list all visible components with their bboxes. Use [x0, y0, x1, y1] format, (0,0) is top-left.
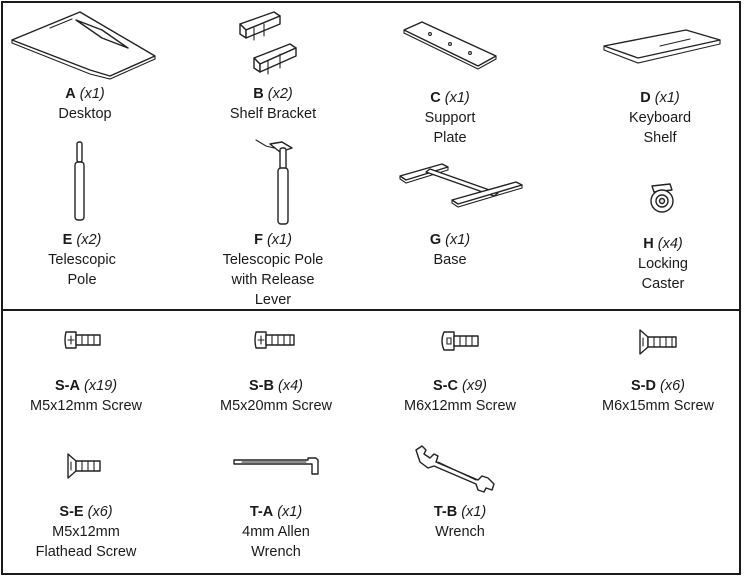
flathead-screw-icon — [64, 452, 106, 480]
part-code: A — [65, 86, 76, 102]
part-d-caption: D (x1) Keyboard Shelf — [600, 88, 720, 148]
part-name: Base — [433, 252, 467, 268]
part-name-line: Shelf — [643, 130, 677, 146]
section-divider — [1, 309, 741, 311]
part-g-caption: G (x1) Base — [390, 230, 510, 270]
part-name-line: Wrench — [251, 544, 301, 560]
release-lever-pole-icon — [252, 134, 302, 226]
part-qty: (x4) — [278, 378, 303, 394]
desktop-icon — [10, 8, 160, 80]
part-qty: (x1) — [654, 90, 680, 106]
flathead-screw-icon — [636, 328, 680, 356]
allen-wrench-icon — [232, 456, 322, 476]
part-name-line: Flathead Screw — [35, 544, 137, 560]
keyboard-shelf-icon — [600, 28, 722, 68]
hardware-sa-caption: S-A (x19) M5x12mm Screw — [6, 376, 166, 416]
part-code: S-B — [249, 378, 274, 394]
part-name-line: Telescopic — [48, 252, 116, 268]
part-name-line: Plate — [433, 130, 467, 146]
part-name-line: Caster — [641, 276, 685, 292]
telescopic-pole-icon — [70, 140, 90, 224]
part-code: S-A — [54, 378, 80, 394]
part-name: Shelf Bracket — [229, 106, 317, 122]
part-qty: (x1) — [266, 232, 292, 248]
locking-caster-icon — [644, 180, 680, 216]
button-head-screw-icon — [440, 328, 482, 354]
part-qty: (x4) — [657, 236, 683, 252]
hardware-tb-caption: T-B (x1) Wrench — [380, 502, 540, 542]
part-code: S-D — [631, 378, 656, 394]
part-name-line: Telescopic Pole — [222, 252, 324, 268]
part-qty: (x1) — [445, 232, 471, 248]
part-code: C — [430, 90, 441, 106]
part-code: B — [253, 86, 264, 102]
part-qty: (x1) — [444, 90, 470, 106]
hardware-sd-caption: S-D (x6) M6x15mm Screw — [578, 376, 738, 416]
part-name: M5x20mm Screw — [220, 398, 332, 414]
hardware-sc-caption: S-C (x9) M6x12mm Screw — [380, 376, 540, 416]
part-name: M6x15mm Screw — [602, 398, 714, 414]
part-name: M5x12mm Screw — [30, 398, 142, 414]
part-qty: (x1) — [79, 86, 105, 102]
part-code: E — [62, 232, 73, 248]
part-qty: (x2) — [76, 232, 102, 248]
part-code: H — [643, 236, 654, 252]
shelf-bracket-icon — [234, 8, 304, 80]
hardware-ta-caption: T-A (x1) 4mm Allen Wrench — [196, 502, 356, 562]
part-c-caption: C (x1) Support Plate — [390, 88, 510, 148]
part-name-line: Keyboard — [628, 110, 692, 126]
part-b-caption: B (x2) Shelf Bracket — [200, 84, 346, 124]
part-code: F — [254, 232, 263, 248]
part-e-caption: E (x2) Telescopic Pole — [22, 230, 142, 290]
part-code: S-C — [433, 378, 458, 394]
wrench-icon — [414, 444, 498, 494]
hardware-se-caption: S-E (x6) M5x12mm Flathead Screw — [6, 502, 166, 562]
part-name-line: Support — [424, 110, 476, 126]
part-f-caption: F (x1) Telescopic Pole with Release Leve… — [200, 230, 346, 310]
part-name: Desktop — [58, 106, 112, 122]
part-code: G — [429, 232, 442, 248]
part-a-caption: A (x1) Desktop — [10, 84, 160, 124]
part-qty: (x9) — [462, 378, 487, 394]
part-code: T-A — [249, 504, 274, 520]
part-name-line: 4mm Allen — [242, 524, 310, 540]
pan-head-screw-icon — [62, 326, 104, 354]
part-name: M6x12mm Screw — [404, 398, 516, 414]
part-h-caption: H (x4) Locking Caster — [603, 234, 723, 294]
part-code: T-B — [433, 504, 458, 520]
part-name-line: Pole — [67, 272, 97, 288]
part-qty: (x6) — [87, 504, 113, 520]
hardware-sb-caption: S-B (x4) M5x20mm Screw — [196, 376, 356, 416]
support-plate-icon — [400, 20, 500, 76]
part-name-line: Locking — [638, 256, 688, 272]
pan-head-screw-icon — [252, 326, 298, 354]
part-qty: (x19) — [83, 378, 118, 394]
part-code: D — [640, 90, 651, 106]
part-qty: (x1) — [461, 504, 487, 520]
part-name-line: with Release — [231, 272, 315, 288]
part-name-line: M5x12mm — [52, 524, 120, 540]
part-name-line: Lever — [254, 292, 292, 308]
part-qty: (x2) — [267, 86, 293, 102]
part-name: Wrench — [435, 524, 485, 540]
part-qty: (x6) — [660, 378, 685, 394]
part-qty: (x1) — [277, 504, 303, 520]
base-icon — [398, 160, 524, 218]
part-code: S-E — [59, 504, 84, 520]
